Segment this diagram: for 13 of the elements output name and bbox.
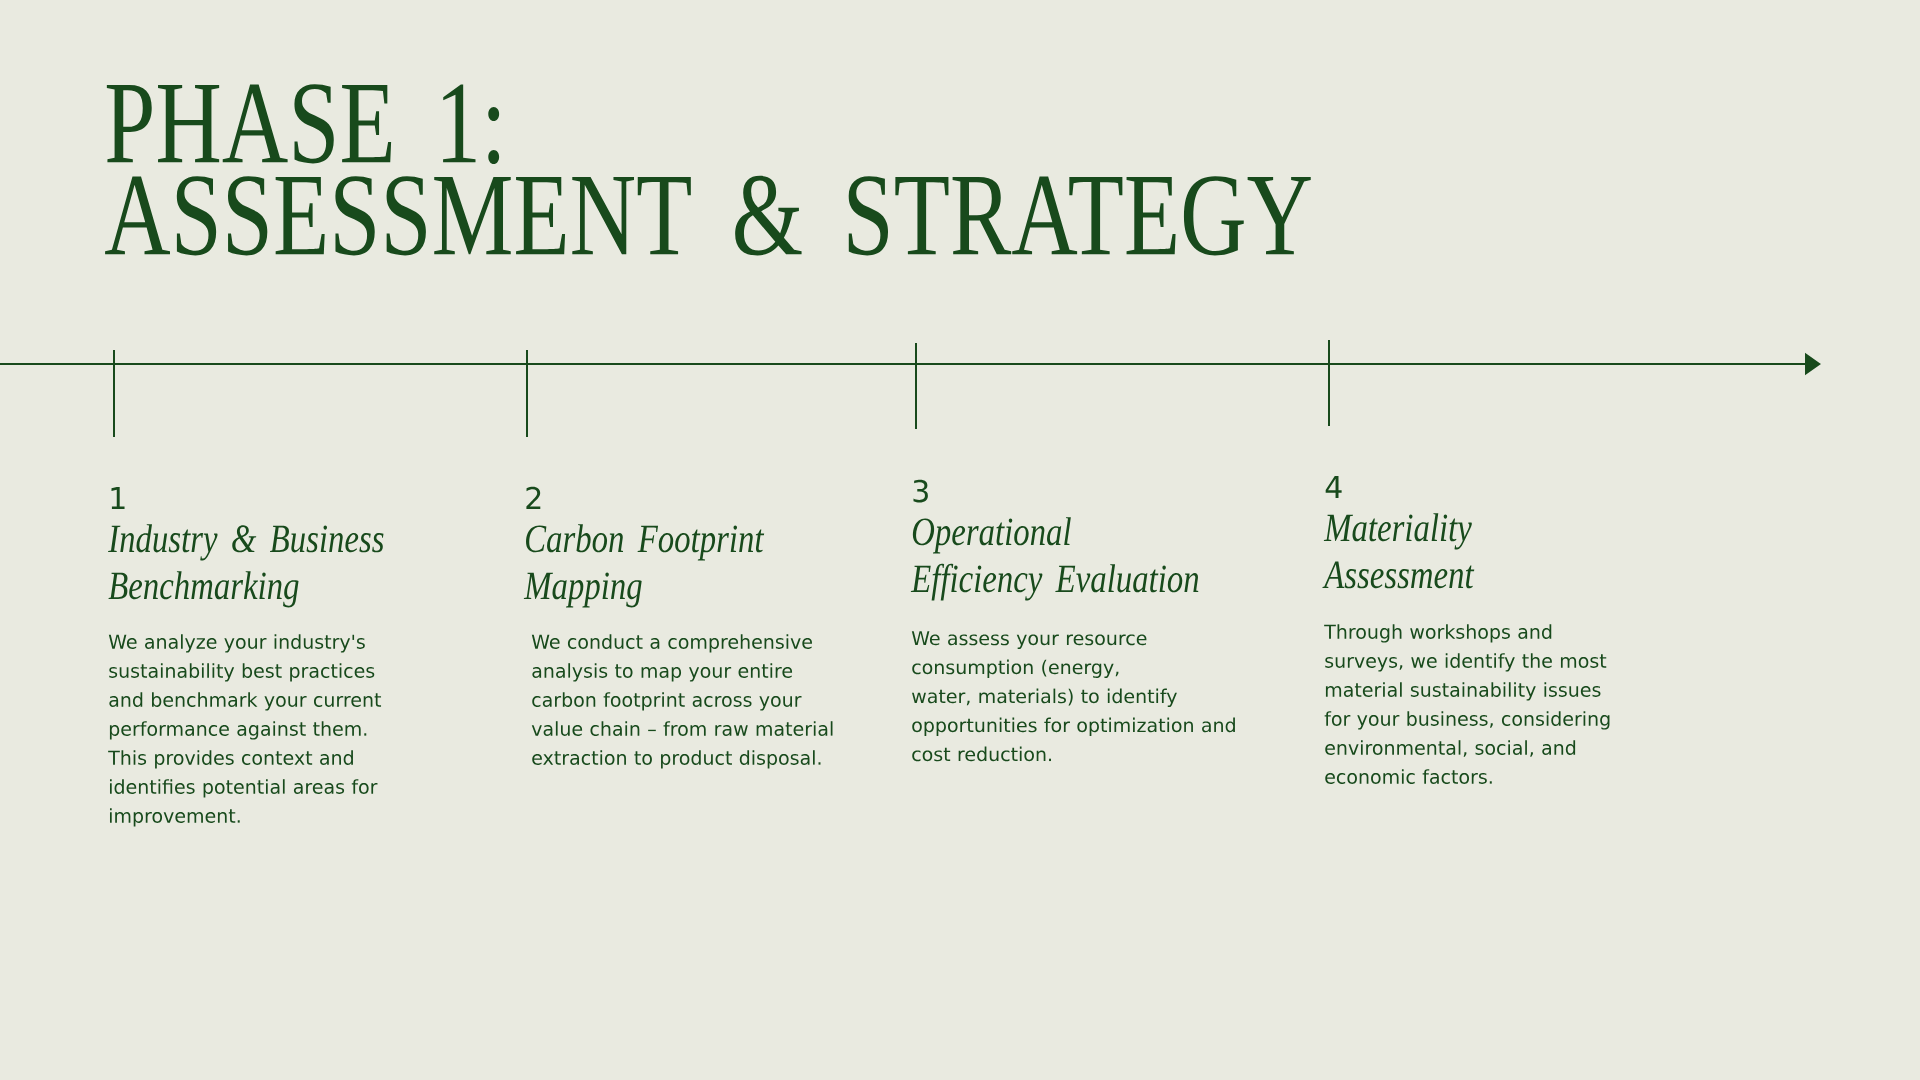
step-number: 4 [1325,476,1342,498]
step-heading: Carbon Footprint Mapping [523,524,765,608]
step-description: We assess your resource consumption (energy, water, materials) to identify opportunities for optimization and cost reduction. [911,631,1235,762]
step-heading: Industry & Business Benchmarking [108,524,384,608]
step-heading: Materiality Assessment [1322,513,1475,589]
step-number: 1 [111,487,125,509]
step-description: We conduct a comprehensive analysis to map your entire carbon footprint across your value chain – from raw material extraction to product disposal. [531,634,833,769]
step-description: Through workshops and surveys, we identify the most material sustainability issues for your business, considering environmental, social, and economic factors. [1324,624,1610,784]
step-number: 3 [913,479,928,503]
step-heading: Operational Efficiency Evaluation [910,517,1199,601]
step-number: 2 [526,486,541,509]
step-description: We analyze your industry's sustainability best practices and benchmark your current performance against them. This provides context and identifies potential areas for improvement. [108,634,382,827]
title: PHASE 1: ASSESSMENT & STRATEGY [105,84,1311,256]
